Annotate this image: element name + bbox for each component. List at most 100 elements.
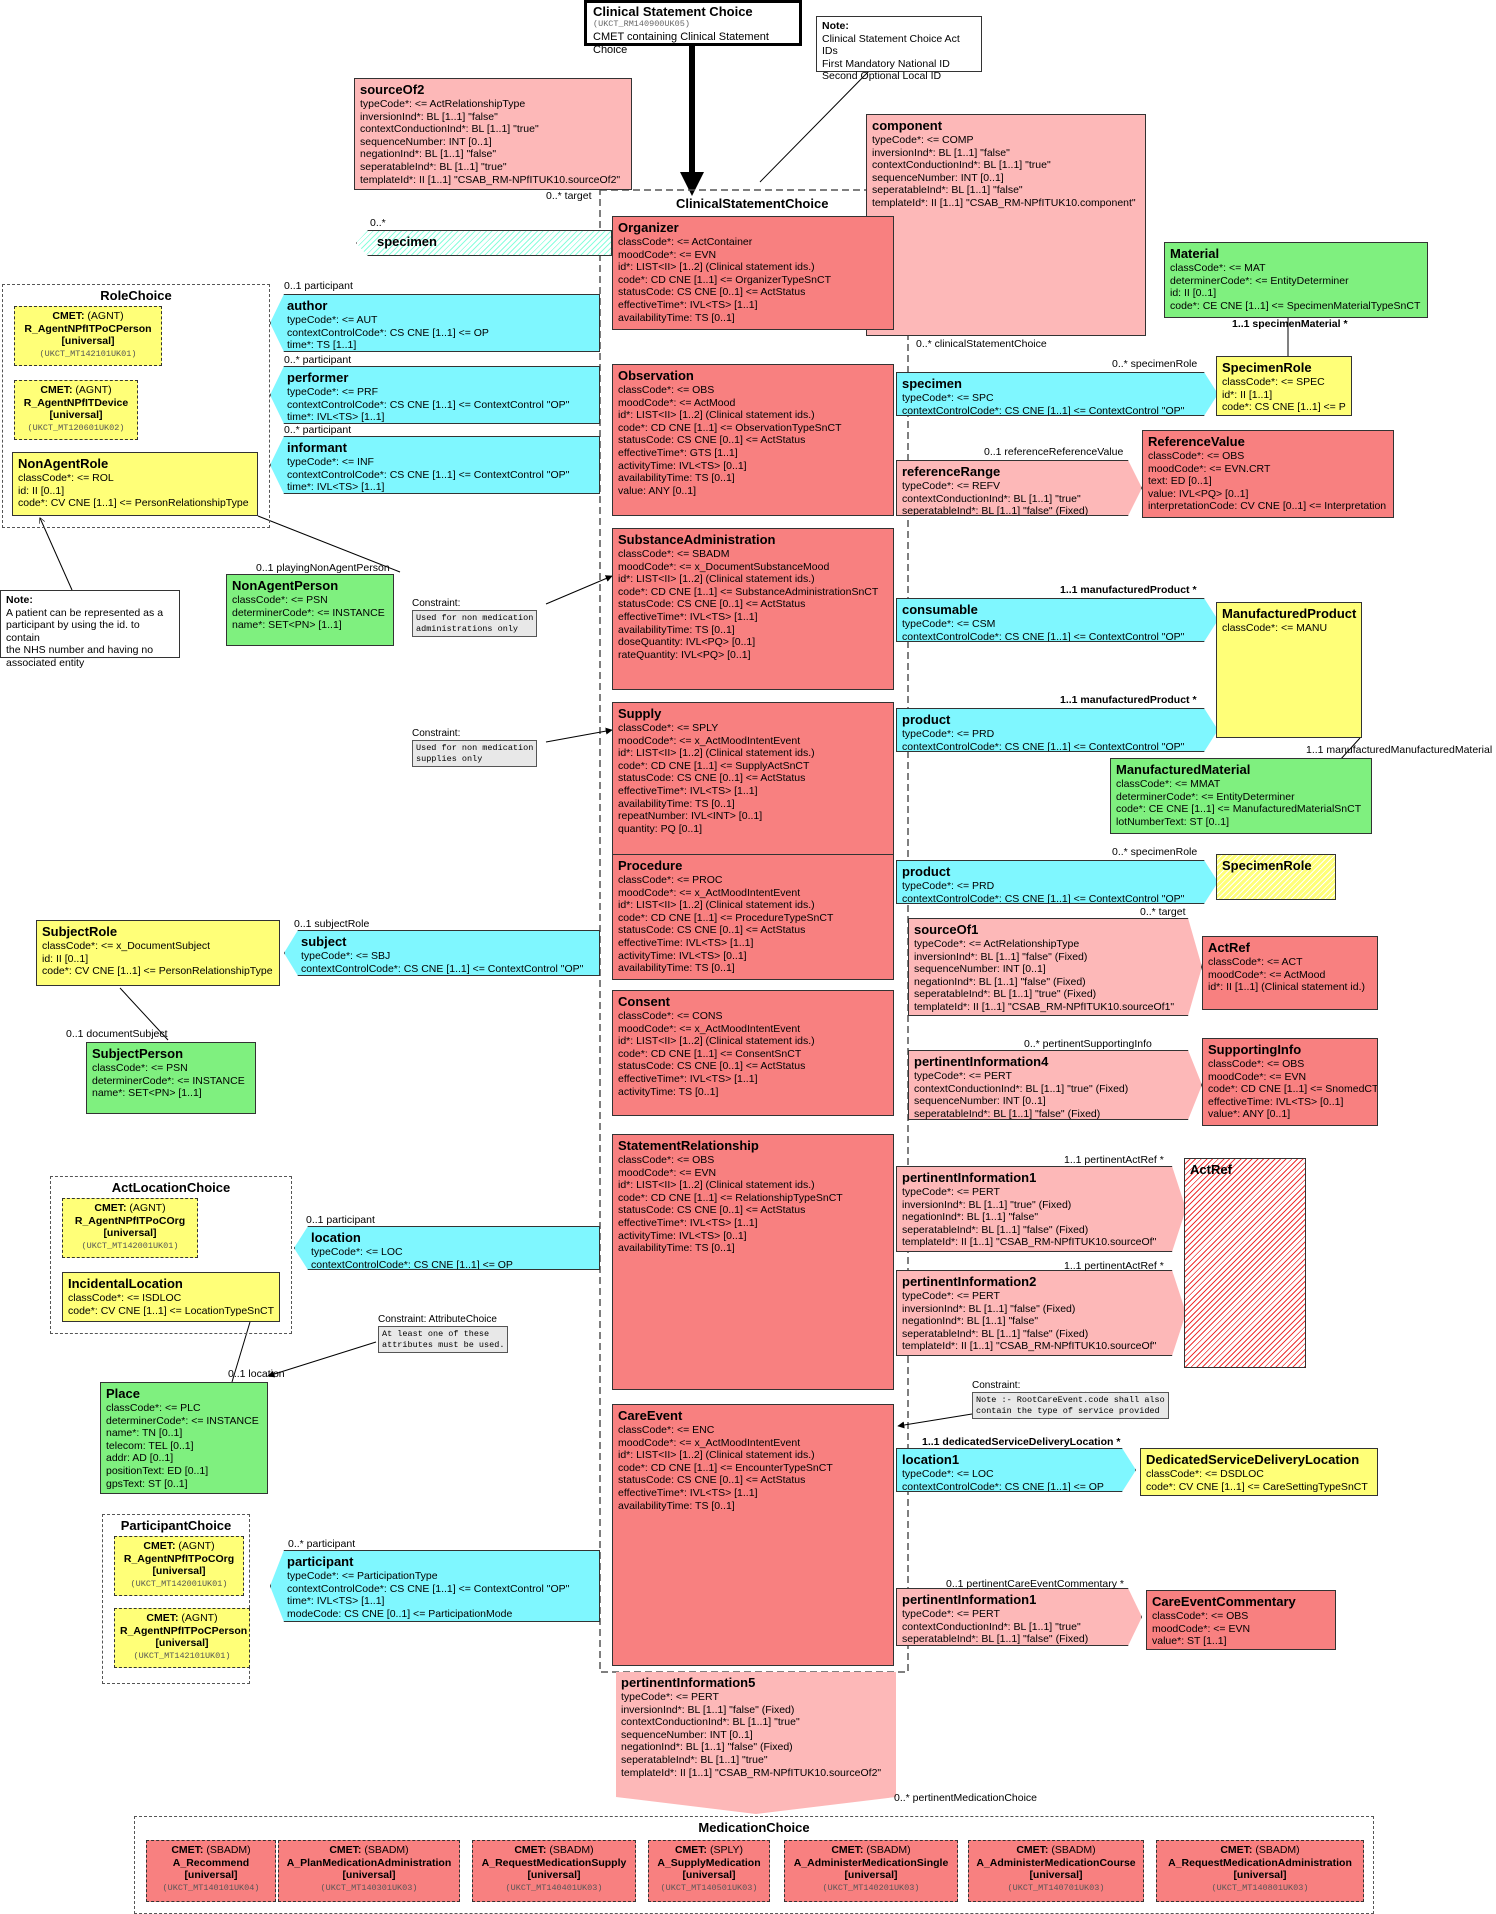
box-title: sourceOf1 <box>914 922 979 937</box>
box-attribute: contextControlCode*: CS CNE [1..1] <= Co… <box>287 398 570 411</box>
box-attribute: typeCode*: <= INF <box>287 456 374 468</box>
box-attribute: statusCode: CS CNE [0..1] <= ActStatus <box>618 1204 806 1217</box>
box-title: participant <box>287 1554 354 1569</box>
note-left: Note: A patient can be represented as a … <box>0 590 180 669</box>
note-top-line: Clinical Statement Choice Act IDs <box>822 32 960 58</box>
header-title: Clinical Statement Choice <box>593 4 753 19</box>
box-attribute: code*: CS CNE [1..1] <= P <box>1222 401 1346 414</box>
cmet-class: (SBADM) <box>1051 1844 1096 1856</box>
label-target: 0..* target <box>546 190 592 202</box>
cmet-class: (AGNT) <box>129 1202 166 1214</box>
box-attribute: availabilityTime: TS [0..1] <box>618 311 735 324</box>
box-attribute: inversionInd*: BL [1..1] "false" (Fixed) <box>914 950 1088 963</box>
role-choice-group: RoleChoice <box>2 284 270 528</box>
cmet-head: CMET: <box>143 1540 176 1552</box>
box-attribute: moodCode*: <= x_ActMoodIntentEvent <box>618 734 801 747</box>
box-attribute: moodCode*: <= ActMood <box>618 396 736 409</box>
box-attribute: positionText: ED [0..1] <box>106 1464 209 1477</box>
box-attribute: moodCode*: <= EVN <box>1152 1622 1251 1635</box>
box-attribute: determinerCode*: <= INSTANCE <box>106 1414 259 1427</box>
note-left-title: Note: <box>6 594 33 606</box>
label-reference-value: 0..1 referenceReferenceValue <box>984 446 1124 458</box>
box-title: component <box>872 118 943 133</box>
box-attribute: inversionInd*: BL [1..1] "false" <box>360 110 498 123</box>
box-attribute: id*: LIST<II> [1..2] (Clinical statement… <box>618 1179 815 1192</box>
box-attribute: value*: ST [1..1] <box>1152 1635 1227 1648</box>
header-id: (UKCT_RM140900UK05) <box>593 19 690 29</box>
box-attribute: statusCode: CS CNE [0..1] <= ActStatus <box>618 598 806 611</box>
label-specimen-role-2: 0..* specimenRole <box>1112 846 1198 858</box>
box-attribute: statusCode: CS CNE [0..1] <= ActStatus <box>618 924 806 937</box>
cmet-class: (SBADM) <box>1255 1844 1300 1856</box>
cmet-head: CMET: <box>94 1202 127 1214</box>
box-attribute: typeCode*: <= PERT <box>914 1070 1012 1082</box>
box-attribute: contextConductionInd*: BL [1..1] "true" <box>621 1716 800 1729</box>
box-title: subject <box>301 934 347 949</box>
box-attribute: repeatNumber: IVL<INT> [0..1] <box>618 810 763 823</box>
box-title: referenceRange <box>902 464 1001 479</box>
c4-pointer <box>897 1413 973 1429</box>
cmet-id: (UKCT_MT142101UK01) <box>133 1650 231 1661</box>
cmet-name: A_SupplyMedication <box>657 1856 761 1869</box>
box-attribute: moodCode*: <= ActMood <box>1208 968 1326 981</box>
box-attribute: statusCode: CS CNE [0..1] <= ActStatus <box>618 772 806 785</box>
box-attribute: activityTime: IVL<TS> [0..1] <box>618 949 747 962</box>
box-attribute: classCode*: <= PLC <box>106 1402 201 1414</box>
label-specimen-mult: 0..* <box>370 217 386 229</box>
specimen-top-label: specimen <box>377 234 437 249</box>
cmet-class: (SPLY) <box>709 1844 744 1856</box>
box-attribute: sequenceNumber: INT [0..1] <box>621 1728 753 1741</box>
box-title: DedicatedServiceDeliveryLocation <box>1146 1452 1360 1467</box>
cmet-name: A_Recommend <box>172 1856 250 1869</box>
cmet-class: (AGNT) <box>178 1540 215 1552</box>
specimen-top-arrow: specimen <box>356 230 612 256</box>
box-attribute: classCode*: <= SPLY <box>618 722 719 734</box>
box-title: consumable <box>902 602 978 617</box>
box-attribute: interpretationCode: CV CNE [0..1] <= Int… <box>1148 500 1387 513</box>
box-title: SpecimenRole <box>1222 360 1312 375</box>
cmet-flav: [universal] <box>342 1869 396 1882</box>
box-attribute: effectiveTime*: IVL<TS> [1..1] <box>618 1072 758 1085</box>
constraint-label: Constraint: AttributeChoice <box>378 1314 497 1325</box>
cmet-head: CMET: <box>831 1844 864 1856</box>
note-left-pointer <box>40 518 73 591</box>
box-title: location1 <box>902 1452 960 1467</box>
cmet-flav: [universal] <box>1029 1869 1083 1882</box>
note-top: Note: Clinical Statement Choice Act IDs … <box>816 16 982 82</box>
box-attribute: sequenceNumber: INT [0..1] <box>360 135 492 148</box>
box-attribute: id: II [0..1] <box>42 952 89 965</box>
participant-choice-title: ParticipantChoice <box>120 1518 232 1533</box>
subjectrole-to-person <box>119 987 169 1041</box>
label-manufactured-product: 1..1 manufacturedProduct * <box>1060 584 1197 596</box>
note-top-line: Second Optional Local ID <box>822 70 942 82</box>
specimen-role-box-2: SpecimenRole <box>1216 854 1336 900</box>
box-title: NonAgentRole <box>18 456 109 471</box>
box-attribute: availabilityTime: TS [0..1] <box>618 797 735 810</box>
box-attribute: seperatableInd*: BL [1..1] "false" <box>872 184 1023 197</box>
box-attribute: templateId*: II [1..1] "CSAB_RM-NPfITUK1… <box>360 173 621 186</box>
cmet-id: (UKCT_MT120601UK02) <box>27 422 125 433</box>
note-left-line: associated entity <box>6 656 85 669</box>
main-arrowhead <box>680 172 704 196</box>
constraint-text: Note :- RootCareEvent.code shall also co… <box>972 1392 1169 1419</box>
label-supporting-info: 0..* pertinentSupportingInfo <box>1024 1038 1152 1050</box>
box-title: CareEvent <box>618 1408 683 1423</box>
cmet-head: CMET: <box>40 384 73 396</box>
cmet-name: A_AdministerMedicationSingle <box>793 1856 949 1869</box>
cmet-id: (UKCT_MT142001UK01) <box>81 1240 179 1251</box>
box-attribute: contextConductionInd*: BL [1..1] "true" <box>902 1620 1081 1633</box>
